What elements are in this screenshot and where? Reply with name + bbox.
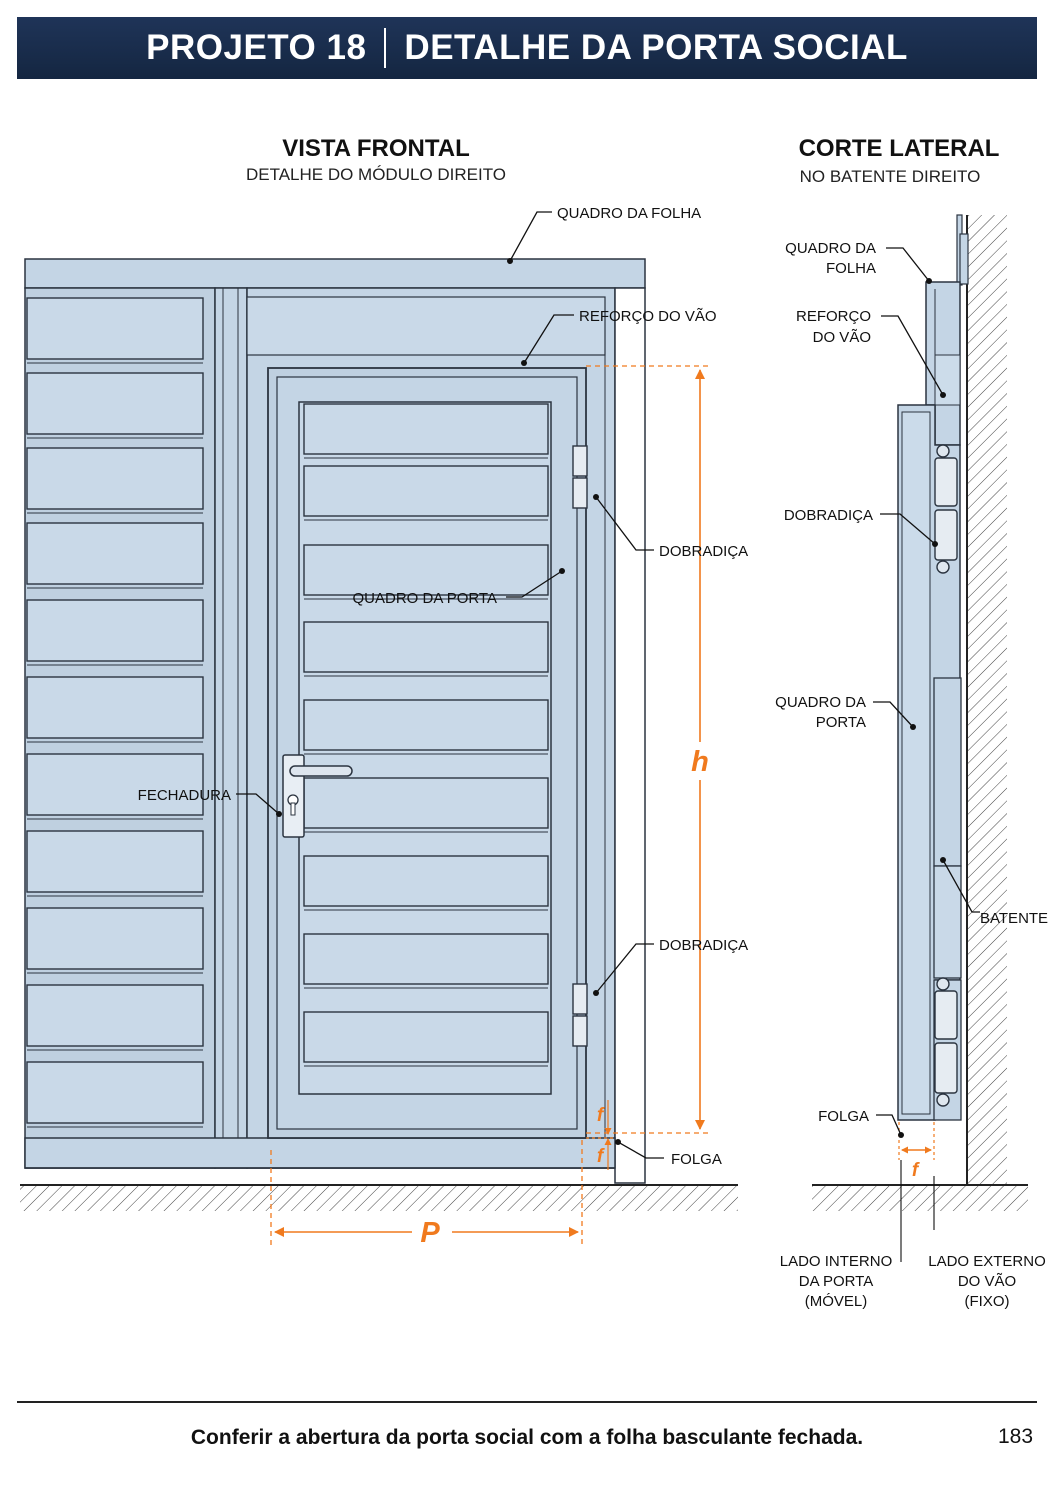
- lock: [282, 754, 353, 838]
- door-slat: [303, 544, 549, 596]
- title-separator: [384, 28, 387, 68]
- door-slat: [303, 1011, 549, 1063]
- door-slat: [303, 621, 549, 673]
- inner-side-line3: (MÓVEL): [805, 1293, 868, 1310]
- side-section-title: CORTE LATERAL: [799, 135, 1000, 162]
- label-hinge-top: DOBRADIÇA: [659, 543, 748, 560]
- door-slat: [303, 699, 549, 751]
- side-gap-dimension: f: [898, 1122, 935, 1262]
- page-title: DETALHE DA PORTA SOCIAL: [404, 28, 908, 67]
- door-slat: [303, 777, 549, 829]
- door-slat: [303, 933, 549, 985]
- footer-rule: [17, 1401, 1037, 1403]
- left-slat: [26, 676, 204, 739]
- left-slat: [26, 907, 204, 970]
- front-view-headings: VISTA FRONTAL DETALHE DO MÓDULO DIREITO: [246, 135, 506, 184]
- side-section-subtitle: NO BATENTE DIREITO: [800, 167, 981, 186]
- side-label-clearance: FOLGA: [818, 1108, 869, 1125]
- side-label-reinforcement-line2: DO VÃO: [813, 329, 871, 346]
- left-slat: [26, 297, 204, 360]
- side-section-headings: CORTE LATERAL NO BATENTE DIREITO: [799, 135, 1000, 186]
- hinge-top: [572, 445, 588, 509]
- gap-top-label: f: [597, 1105, 605, 1126]
- label-lock: FECHADURA: [138, 787, 231, 804]
- front-view-subtitle: DETALHE DO MÓDULO DIREITO: [246, 165, 506, 184]
- door-slat: [303, 855, 549, 907]
- left-module: [24, 287, 216, 1169]
- side-hinge-bottom: [934, 977, 958, 1107]
- side-label-stop: BATENTE: [980, 910, 1048, 927]
- door-handle: [289, 765, 353, 777]
- title-banner: PROJETO 18 DETALHE DA PORTA SOCIAL: [17, 17, 1037, 79]
- right-jamb: [614, 287, 646, 1184]
- side-bottom-labels: LADO INTERNO DA PORTA (MÓVEL) LADO EXTER…: [780, 1253, 1046, 1310]
- bottom-sill: [24, 1137, 616, 1169]
- left-slat: [26, 522, 204, 585]
- side-label-door-frame-line2: PORTA: [816, 714, 866, 731]
- label-opening-reinforcement: REFORÇO DO VÃO: [579, 308, 717, 325]
- inner-side-line2: DA PORTA: [799, 1273, 873, 1290]
- leaf-frame-top-beam: [24, 258, 646, 289]
- label-hinge-bottom: DOBRADIÇA: [659, 937, 748, 954]
- side-label-leaf-frame-line2: FOLHA: [826, 260, 876, 277]
- door-slats: [303, 403, 549, 1067]
- front-view-title: VISTA FRONTAL: [282, 135, 470, 162]
- side-label-door-frame-line1: QUADRO DA: [775, 694, 866, 711]
- side-hinge-top: [934, 444, 958, 574]
- label-door-frame: QUADRO DA PORTA: [353, 590, 497, 607]
- left-slat: [26, 447, 204, 510]
- side-callouts: QUADRO DA FOLHA REFORÇO DO VÃO DOBRADIÇA…: [775, 240, 1048, 1138]
- gap-bottom-label: f: [597, 1146, 605, 1167]
- side-label-reinforcement-line1: REFORÇO: [796, 308, 871, 325]
- left-slat: [26, 599, 204, 662]
- outer-side-line2: DO VÃO: [958, 1273, 1016, 1290]
- left-slat: [26, 984, 204, 1047]
- inner-side-line1: LADO INTERNO: [780, 1253, 893, 1270]
- opening-reinforcement-panel: [246, 296, 606, 356]
- side-label-hinge: DOBRADIÇA: [784, 507, 873, 524]
- page-number: 183: [998, 1425, 1034, 1448]
- label-leaf-frame: QUADRO DA FOLHA: [557, 205, 701, 222]
- side-label-leaf-frame-line1: QUADRO DA: [785, 240, 876, 257]
- side-wall: [966, 215, 1007, 1185]
- outer-side-line3: (FIXO): [965, 1293, 1010, 1310]
- door-slat: [303, 403, 549, 455]
- left-slat: [26, 1061, 204, 1124]
- front-ground: [20, 1184, 738, 1211]
- width-dimension-label: P: [420, 1217, 440, 1249]
- footer-note: Conferir a abertura da porta social com …: [190, 1426, 864, 1449]
- project-number: PROJETO 18: [146, 28, 367, 67]
- door-slat: [303, 465, 549, 517]
- center-mullion: [214, 287, 248, 1169]
- side-profiles: [897, 214, 969, 1121]
- front-callouts: QUADRO DA FOLHA REFORÇO DO VÃO DOBRADIÇA…: [138, 205, 749, 1168]
- height-dimension-label: h: [691, 746, 709, 778]
- left-slat: [26, 830, 204, 893]
- left-module-slats: [26, 297, 204, 1128]
- front-dimensions: h P f f: [270, 365, 709, 1249]
- left-slat: [26, 753, 204, 816]
- hinge-bottom: [572, 983, 588, 1047]
- side-ground: [812, 1184, 1028, 1211]
- outer-side-line1: LADO EXTERNO: [928, 1253, 1046, 1270]
- door: [267, 367, 587, 1139]
- label-clearance: FOLGA: [671, 1151, 722, 1168]
- side-gap-label: f: [912, 1160, 920, 1181]
- left-slat: [26, 372, 204, 435]
